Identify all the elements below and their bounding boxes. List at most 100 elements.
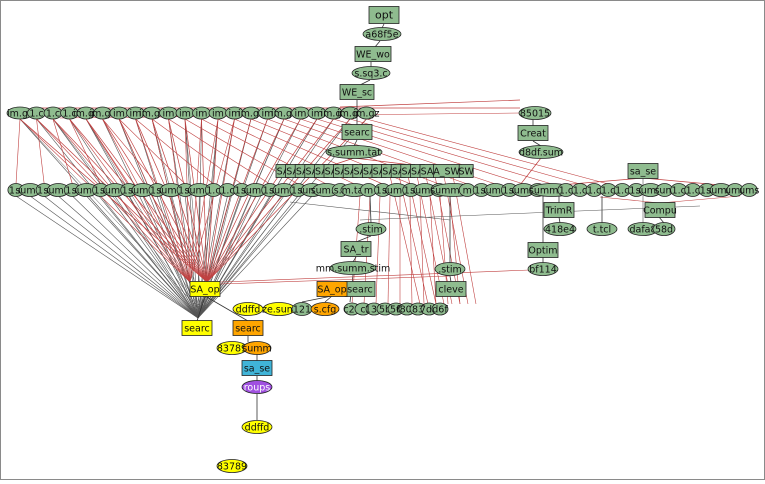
graph-edge	[197, 195, 285, 319]
graph-edge	[15, 195, 199, 319]
node-t-tcl-ellipse[interactable]: t.tcl	[586, 222, 618, 236]
node-label: SA	[344, 167, 357, 178]
graph-edge	[206, 118, 334, 283]
node-compu-box[interactable]: Compu	[643, 202, 677, 218]
node-summ-ellipse[interactable]: summ	[44, 183, 73, 197]
node-label: im.gz	[7, 109, 33, 120]
node-optim-box[interactable]: Optim	[527, 242, 559, 258]
node-label: im	[179, 109, 191, 120]
node-im-gz-ellipse[interactable]: im.gz	[139, 106, 165, 120]
graph-edge	[184, 118, 203, 313]
node-s-summ-tat-ellipse[interactable]: s.summ.tat	[325, 145, 383, 159]
node-shape	[354, 46, 392, 62]
graph-edge	[219, 275, 451, 285]
node-label: 83789	[217, 344, 247, 355]
node-roups-ellipse[interactable]: roups	[241, 380, 273, 394]
node-label: bf114	[529, 265, 557, 276]
node-stim-ellipse[interactable]: .stim	[434, 262, 466, 276]
node-shape	[543, 222, 577, 236]
node-a68f5e-ellipse[interactable]: a68f5e	[362, 27, 402, 41]
graph-edge	[301, 295, 333, 303]
node-sa-tr-box[interactable]: SA_tr	[340, 241, 372, 257]
node-stim-ellipse[interactable]: .stim	[355, 222, 387, 236]
graph-edge	[201, 118, 351, 313]
node-we-sc-box[interactable]: WE_sc	[339, 84, 375, 100]
node-searc-box[interactable]: searc	[344, 281, 376, 297]
node-s-cfg-ellipse[interactable]: s.cfg	[310, 302, 340, 316]
node-summ-ellipse[interactable]: summ	[242, 341, 272, 355]
node-im-ellipse[interactable]: im	[109, 106, 129, 120]
node-cleve-box[interactable]: cleve	[435, 281, 467, 297]
graph-edge	[409, 195, 413, 305]
node-creat-box[interactable]: Creat	[517, 125, 549, 141]
graph-edge	[72, 195, 199, 319]
node-label: 136	[365, 305, 383, 316]
node-searc-box[interactable]: searc	[232, 320, 264, 336]
node-we-wo-box[interactable]: WE_wo	[354, 46, 392, 62]
node-label: im.gz	[238, 109, 264, 120]
node-im-ellipse[interactable]: im	[159, 106, 178, 120]
node-label: ums	[725, 186, 745, 197]
node-ddffd-ellipse[interactable]: ddffd	[232, 302, 264, 316]
node-shape	[518, 145, 564, 159]
node-summ-ellipse[interactable]: summ	[100, 183, 129, 197]
graph-edge	[52, 118, 73, 185]
graph-edge	[128, 195, 199, 319]
graph-edge	[19, 118, 199, 319]
node-bf114-ellipse[interactable]: bf114	[527, 262, 559, 276]
node-im-ellipse[interactable]: im	[175, 106, 195, 120]
node-418e4-ellipse[interactable]: 418e4	[543, 222, 577, 236]
node-1-c-ellipse[interactable]: 1.c	[43, 106, 63, 120]
node-label: sa_se	[630, 167, 656, 178]
node-ze-sum-ellipse[interactable]: ze.sum	[262, 302, 296, 316]
node-1-c-ellipse[interactable]: 1.c	[261, 183, 279, 197]
node-83789-ellipse[interactable]: 83789	[216, 459, 248, 473]
node-sa-op-box[interactable]: SA_op	[189, 281, 221, 297]
node-searc-box[interactable]: searc	[341, 124, 373, 140]
graph-edge	[449, 275, 452, 283]
node-1-c-ellipse[interactable]: 1.c	[500, 183, 518, 197]
node-d6f-ellipse[interactable]: d6f	[431, 302, 449, 316]
node-85015-ellipse[interactable]: 85015	[518, 106, 552, 120]
node-im-ellipse[interactable]: im	[291, 106, 310, 120]
node-im-ellipse[interactable]: im	[208, 106, 228, 120]
graph-edge	[389, 175, 421, 305]
node-1-c-ellipse[interactable]: 1.c	[148, 183, 166, 197]
node-ums-ellipse[interactable]: ums	[739, 183, 759, 197]
node-opt-box[interactable]: opt	[368, 6, 400, 24]
node-label: summ.tat	[529, 186, 575, 197]
node-summ-ellipse[interactable]: summ	[156, 183, 186, 197]
node-trimr-box[interactable]: TrimR	[543, 202, 575, 218]
node-sa-se-box[interactable]: sa_se	[241, 360, 273, 376]
node-sw-box[interactable]: SW	[458, 164, 475, 178]
node-label: summ	[382, 186, 411, 197]
node-1-c-ellipse[interactable]: 1.c	[27, 106, 46, 120]
node-sa-op-box[interactable]: SA_op	[316, 281, 348, 297]
node-sa-box[interactable]: SA	[419, 164, 435, 178]
graph-edge	[135, 118, 199, 319]
node-shape	[325, 145, 383, 159]
node-1-c-ellipse[interactable]: 1.c	[613, 183, 631, 197]
node-label: im	[130, 109, 142, 120]
node-im-gz-ellipse[interactable]: im.gz	[354, 106, 380, 120]
node-label: summ	[100, 186, 129, 197]
node-a-sw-box[interactable]: A_SW	[433, 164, 461, 178]
graph-edge	[189, 118, 219, 283]
node-im-ellipse[interactable]: im	[192, 106, 211, 120]
node-dafa8-ellipse[interactable]: dafa8	[627, 222, 659, 236]
node-121-ellipse[interactable]: 121	[291, 302, 313, 316]
node-58d-ellipse[interactable]: 58d	[652, 222, 676, 236]
node-1-c-ellipse[interactable]: 1.c	[7, 183, 25, 197]
node-sa-se-box[interactable]: sa_se	[627, 163, 659, 179]
node-shape	[518, 106, 552, 120]
node-label: SA	[421, 167, 434, 178]
node-label: m.tat	[342, 186, 368, 197]
node-m-ellipse[interactable]: m	[458, 183, 476, 197]
node-mm-summ-stim-ellipse[interactable]: mm.summ.stim	[316, 261, 391, 275]
node-searc-box[interactable]: searc	[181, 320, 213, 336]
node-ddffd-ellipse[interactable]: ddffd	[241, 420, 273, 434]
node-d8df-sum-ellipse[interactable]: d8df.sum	[518, 145, 564, 159]
graph-edge	[206, 118, 285, 283]
node-label: t.tcl	[593, 225, 611, 236]
node-s-sq3-c-ellipse[interactable]: s.sq3.c	[351, 66, 391, 80]
